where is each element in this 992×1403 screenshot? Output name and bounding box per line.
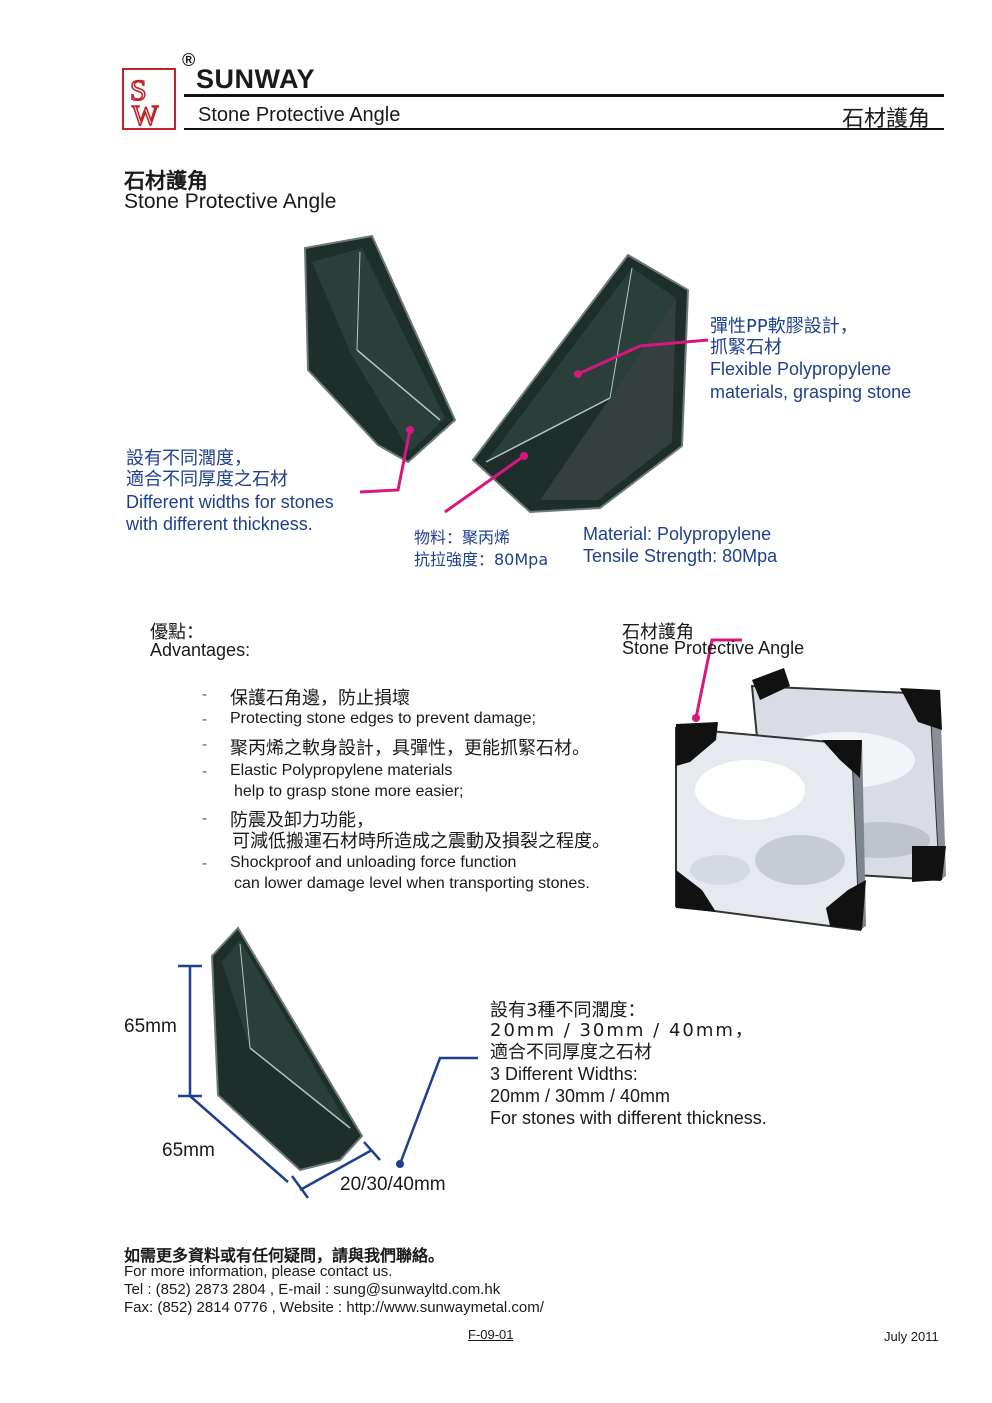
material-callout-en-2: Tensile Strength: 80Mpa bbox=[583, 546, 778, 566]
dimension-note-zh-3: 適合不同厚度之石材 bbox=[490, 1042, 652, 1063]
material-callout-en-1: Material: Polypropylene bbox=[583, 524, 772, 544]
leader-dot bbox=[406, 426, 414, 434]
contact-tel-email: Tel : (852) 2873 2804 , E-mail : sung@su… bbox=[124, 1281, 501, 1298]
material-callout-zh-1: 物料：聚丙烯 bbox=[414, 528, 511, 547]
widths-callout-en-1: Different widths for stones bbox=[126, 492, 334, 512]
header-subtitle-zh: 石材護角 bbox=[842, 107, 931, 132]
dimension-depth-label: 65mm bbox=[162, 1140, 215, 1161]
corner-protector-large-image bbox=[471, 253, 690, 514]
corner-protector-small-image bbox=[303, 234, 457, 464]
widths-callout-en-2: with different thickness. bbox=[126, 514, 313, 534]
dimension-note-en-3: For stones with different thickness. bbox=[490, 1108, 767, 1128]
advantages-heading-en: Advantages: bbox=[150, 640, 251, 660]
widths-callout-zh-1: 設有不同濶度， bbox=[126, 448, 252, 469]
widths-callout-zh-2: 適合不同厚度之石材 bbox=[126, 469, 288, 490]
contact-fax-website: Fax: (852) 2814 0776 , Website : http://… bbox=[124, 1299, 544, 1316]
leader-dot bbox=[692, 714, 700, 722]
advantage-item-zh: 聚丙烯之軟身設計，具彈性，更能抓緊石材。 bbox=[230, 738, 590, 759]
bullet-dash: - bbox=[202, 736, 207, 753]
dimension-note-zh-2: 20mm / 30mm / 40mm， bbox=[490, 1020, 755, 1041]
advantage-item-en: Protecting stone edges to prevent damage… bbox=[230, 710, 536, 727]
flexible-callout-en-2: materials, grasping stone bbox=[710, 382, 912, 402]
material-callout-zh-2: 抗拉強度：80Mpa bbox=[414, 550, 549, 569]
flexible-callout-en-1: Flexible Polypropylene bbox=[710, 359, 892, 379]
sunway-logo: S W bbox=[122, 68, 176, 130]
page-title-en: Stone Protective Angle bbox=[124, 190, 337, 213]
svg-text:W: W bbox=[132, 101, 159, 128]
dimension-width-label: 20/30/40mm bbox=[340, 1174, 446, 1195]
header-rule-top bbox=[184, 94, 944, 97]
advantage-item-en-cont: help to grasp stone more easier; bbox=[234, 783, 464, 800]
advantage-item-en: Elastic Polypropylene materials bbox=[230, 762, 453, 779]
sw-logo-icon: S W bbox=[129, 73, 160, 128]
dimension-note-en-2: 20mm / 30mm / 40mm bbox=[490, 1086, 671, 1106]
leader-dot bbox=[396, 1160, 404, 1168]
bullet-dash: - bbox=[202, 763, 207, 780]
dimension-lines bbox=[178, 964, 478, 1199]
header-rule-bottom bbox=[184, 128, 944, 130]
leader-dot bbox=[574, 370, 582, 378]
advantage-item-zh: 保護石角邊，防止損壞 bbox=[230, 688, 410, 709]
registered-mark: ® bbox=[182, 50, 196, 70]
form-code: F-09-01 bbox=[468, 1327, 514, 1342]
contact-note-zh: 如需更多資料或有任何疑問，請與我們聯絡。 bbox=[124, 1246, 445, 1265]
bullet-dash: - bbox=[202, 686, 207, 703]
advantage-item-zh: 防震及卸力功能， bbox=[230, 810, 374, 831]
stone-slabs-image bbox=[675, 668, 946, 932]
flexible-callout-zh-1: 彈性PP軟膠設計， bbox=[710, 316, 858, 337]
bullet-dash: - bbox=[202, 855, 207, 872]
dimension-note-en-1: 3 Different Widths: bbox=[490, 1064, 638, 1084]
corner-protector-dimension-image bbox=[210, 926, 364, 1172]
advantage-item-en-cont: can lower damage level when transporting… bbox=[234, 875, 590, 892]
slab-label-zh: 石材護角 bbox=[622, 622, 694, 643]
advantage-item-en: Shockproof and unloading force function bbox=[230, 854, 517, 871]
bullet-dash: - bbox=[202, 810, 207, 827]
svg-text:S: S bbox=[130, 74, 147, 107]
advantages-heading-zh: 優點： bbox=[150, 622, 204, 643]
dimension-height-label: 65mm bbox=[124, 1016, 177, 1037]
brand-name: SUNWAY bbox=[196, 64, 316, 94]
bullet-dash: - bbox=[202, 711, 207, 728]
leader-dot bbox=[520, 452, 528, 460]
flexible-callout-zh-2: 抓緊石材 bbox=[710, 337, 782, 358]
page-title-zh: 石材護角 bbox=[124, 169, 208, 193]
slab-label-en: Stone Protective Angle bbox=[622, 638, 805, 658]
dimension-note-zh-1: 設有3種不同濶度： bbox=[490, 1000, 646, 1021]
publish-date: July 2011 bbox=[884, 1329, 939, 1344]
leader-lines-top bbox=[359, 338, 709, 514]
contact-note-en: For more information, please contact us. bbox=[124, 1263, 393, 1280]
leader-line-slab bbox=[694, 638, 742, 719]
header-subtitle-en: Stone Protective Angle bbox=[198, 104, 401, 126]
advantage-item-zh-cont: 可減低搬運石材時所造成之震動及損裂之程度。 bbox=[232, 831, 610, 852]
